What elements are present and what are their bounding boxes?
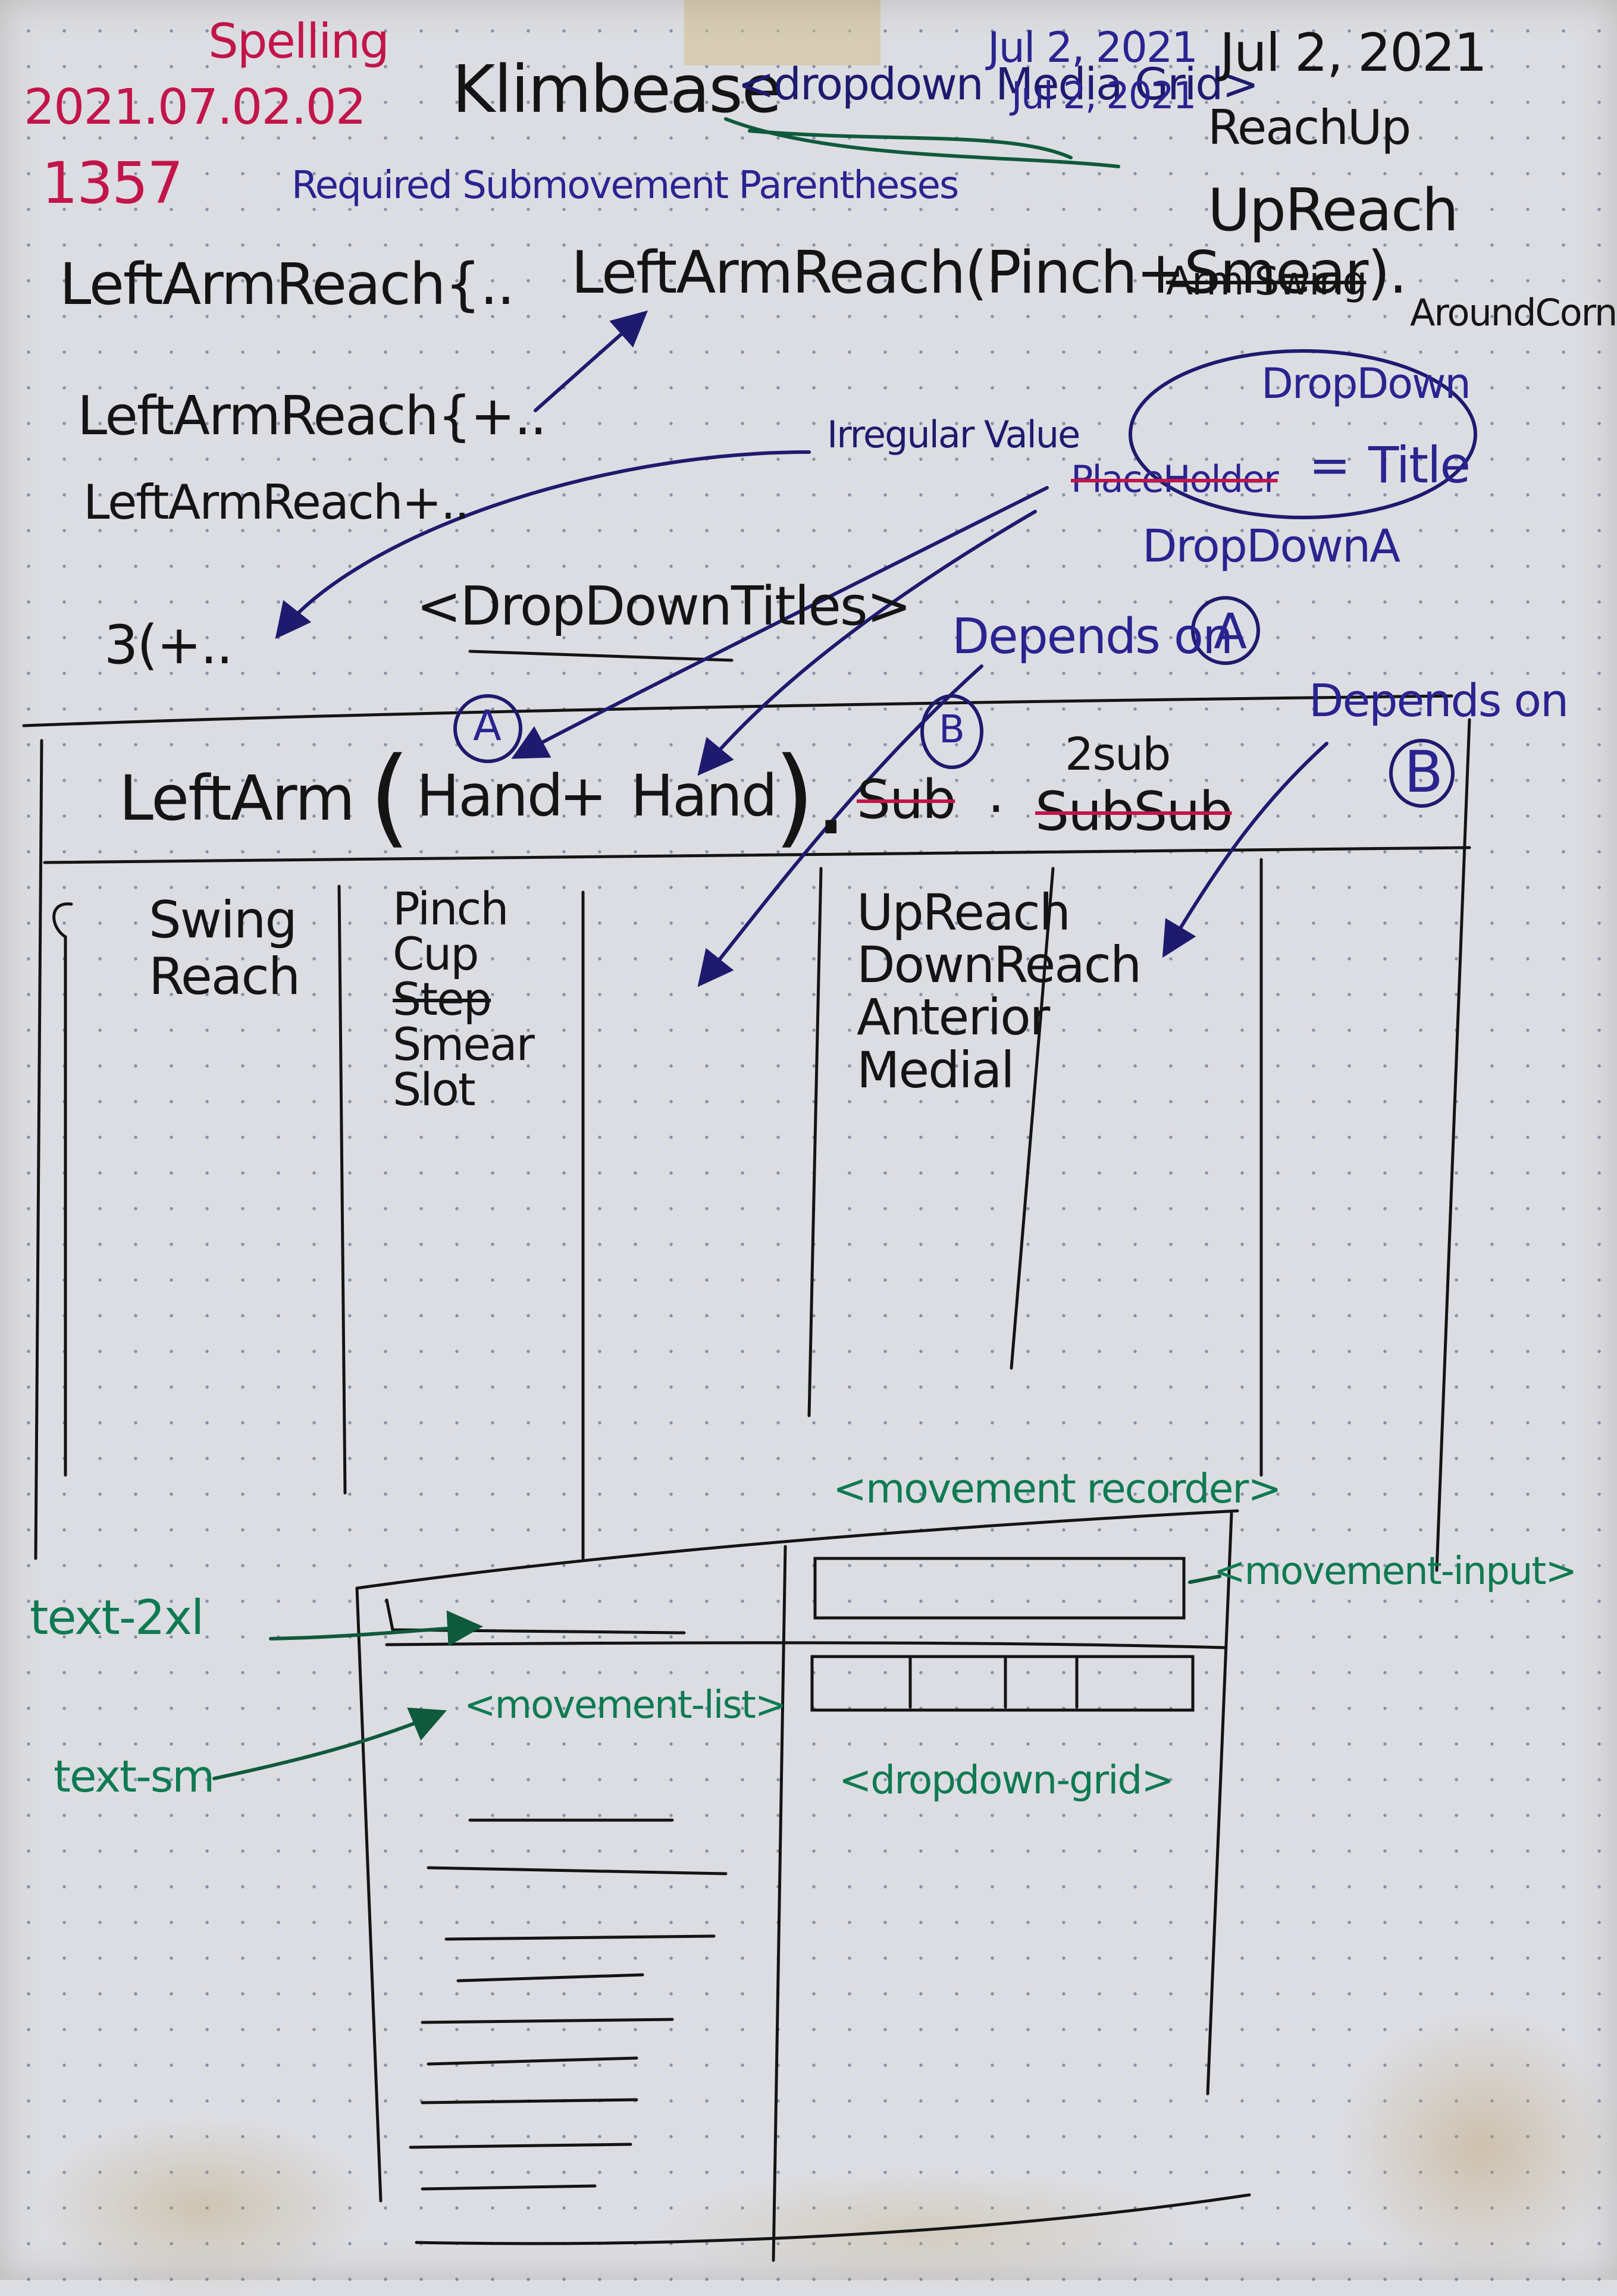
movement-recorder-tag: <movement recorder> — [833, 1466, 1281, 1513]
grid-subsub[interactable]: SubSub — [1035, 780, 1233, 843]
title-word: Title — [1368, 436, 1471, 494]
date-stamp: Jul 2, 2021 — [1011, 74, 1196, 117]
arrow-depends-a — [697, 664, 983, 987]
grid-option[interactable]: Reach — [149, 946, 300, 1006]
example-row: LeftArmReach{+.. — [77, 385, 547, 447]
grid-bracket — [52, 902, 73, 1477]
grid-option[interactable]: Anterior — [857, 988, 1050, 1047]
grid-column: Swing Reach — [149, 890, 300, 1006]
title-scribble — [724, 117, 1120, 168]
grid-hand-b[interactable]: Hand — [631, 763, 778, 829]
example-row: LeftArmReach(Pinch+Smear). — [571, 239, 1408, 307]
marker-b-small: B — [939, 708, 965, 752]
list-line — [421, 2098, 638, 2104]
depends-on-b-note: Depends on — [1309, 674, 1569, 727]
time-note: 1357 — [42, 150, 183, 217]
grid-option[interactable]: UpReach — [857, 883, 1071, 942]
grid-plus: + — [559, 763, 607, 829]
example-row: LeftArmReach{.. — [59, 251, 515, 318]
arrow-movement-input — [1188, 1574, 1221, 1584]
dropdown-title-ellipse — [1129, 349, 1477, 519]
grid-hand-a[interactable]: Hand — [416, 763, 563, 829]
grid-option[interactable]: Step — [393, 973, 492, 1025]
grid-open-paren: ( — [369, 735, 410, 859]
grid-close-paren: ). — [773, 735, 848, 859]
reach-up-note: ReachUp — [1208, 100, 1411, 155]
marker-a: A — [1214, 604, 1247, 660]
wireframe-header-bottom — [385, 1641, 1227, 1649]
grid-column: UpReach DownReach Anterior Medial — [857, 883, 1142, 1099]
grid-dot: . — [988, 763, 1005, 825]
arrow-placeholder-b — [697, 510, 1037, 776]
list-line — [409, 2143, 632, 2149]
arrow-irregular — [275, 450, 811, 639]
prefix-example: 3(+.. — [104, 614, 233, 676]
spelling-note: Spelling — [208, 14, 390, 69]
placeholder-note: PlaceHolder — [1071, 457, 1279, 501]
dropdown-titles-tag: <DropDownTitles> — [416, 575, 911, 638]
list-line — [456, 1973, 644, 1983]
up-reach-note: UpReach — [1208, 177, 1459, 244]
wireframe-right — [1206, 1512, 1233, 2096]
struck-example: Arm Swing — [1166, 258, 1367, 304]
arrow-text-sm — [212, 1707, 447, 1780]
required-note: Required Submovement Parentheses — [292, 164, 959, 208]
arrow-depends-b — [1162, 742, 1328, 958]
arrow-placeholder-a — [511, 486, 1049, 759]
wireframe-top — [355, 1509, 1239, 1590]
dropdown-grid-box — [810, 1655, 1195, 1712]
grid-option[interactable]: Slot — [393, 1063, 476, 1116]
grid-column: Pinch Cup Step Smear Slot — [393, 882, 535, 1116]
grid-col-line — [807, 867, 823, 1417]
arrow-reach — [534, 310, 648, 412]
tape-strip — [684, 0, 880, 65]
grid-left-border — [34, 739, 43, 1560]
grid-sub[interactable]: Sub — [857, 769, 956, 831]
list-line — [427, 2056, 638, 2066]
grid-option[interactable]: Smear — [393, 1018, 535, 1071]
text-sm-label: text-sm — [54, 1751, 215, 1802]
equals-sign: = — [1309, 436, 1350, 494]
irregular-value-note: Irregular Value — [827, 413, 1080, 456]
grid-option[interactable]: Cup — [393, 927, 479, 980]
marker-b: B — [1404, 739, 1443, 805]
grid-2sub: 2sub — [1065, 727, 1171, 780]
text-2xl-label: text-2xl — [30, 1590, 204, 1645]
wireframe-left — [355, 1586, 383, 2203]
list-line — [444, 1934, 716, 1941]
date-stamp: Jul 2, 2021 — [1220, 22, 1487, 83]
grid-header-divider — [43, 846, 1471, 864]
page-title: Klimbease — [452, 51, 782, 127]
example-row: LeftArmReach+.. — [83, 475, 469, 530]
list-line — [427, 1866, 728, 1875]
date-stamp: Jul 2, 2021 — [988, 23, 1198, 72]
grid-top-border — [22, 694, 1453, 727]
dropdown-a-note: DropDownA — [1142, 519, 1400, 572]
text-2xl-box — [385, 1598, 686, 1635]
list-line — [421, 2018, 674, 2024]
marker-a-small: A — [473, 701, 502, 750]
title-tag: <dropdown Media Grid> — [738, 59, 1259, 110]
list-line — [421, 2184, 597, 2191]
grid-col-line — [337, 884, 347, 1495]
grid-option[interactable]: Pinch — [393, 882, 509, 935]
grid-right-border — [1435, 718, 1471, 1572]
movement-input-tag: <movement-input> — [1214, 1550, 1577, 1594]
wireframe-divider — [772, 1545, 787, 2262]
date-code: 2021.07.02.02 — [24, 79, 366, 136]
dropdown-grid-tag: <dropdown-grid> — [839, 1757, 1174, 1803]
grid-col-line — [1010, 867, 1055, 1370]
dropdown-label: DropDown — [1261, 359, 1471, 408]
wireframe-bottom — [415, 2193, 1251, 2245]
grid-option[interactable]: Swing — [149, 890, 297, 950]
grid-option[interactable]: DownReach — [857, 936, 1142, 995]
movement-list-tag: <movement-list> — [464, 1683, 786, 1727]
depends-on-a-note: Depends on — [952, 608, 1233, 665]
movement-input-box — [813, 1557, 1186, 1620]
around-corner-note: AroundCorner — [1410, 291, 1617, 334]
arrow-text-2xl — [269, 1610, 483, 1646]
grid-option[interactable]: Medial — [857, 1040, 1015, 1099]
grid-header-leftarm: LeftArm — [119, 762, 355, 835]
